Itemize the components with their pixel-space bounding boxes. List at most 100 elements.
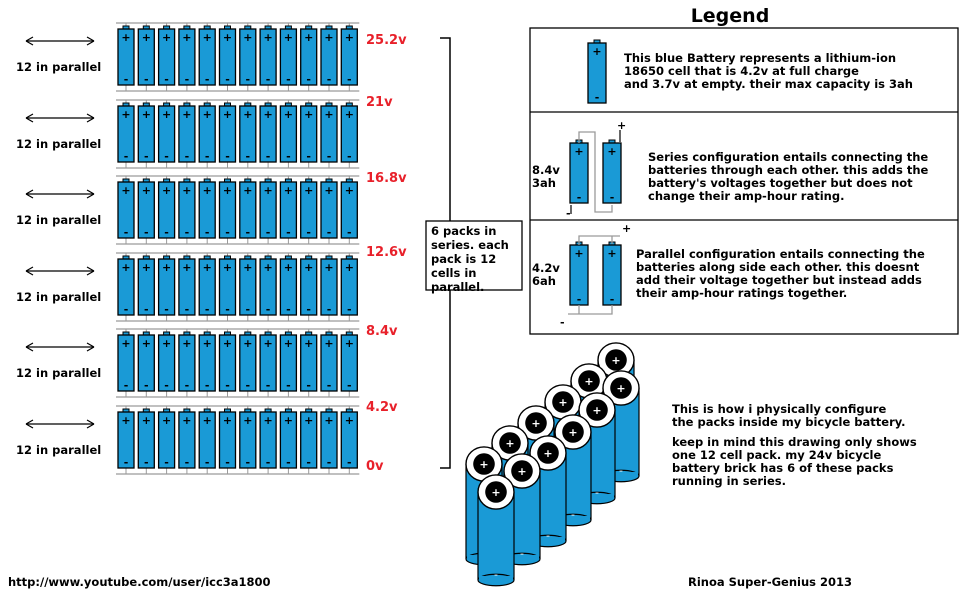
battery-cell: +- [178, 102, 196, 163]
cell-pack: +-+-+-+-+-+-+-+-+-+-+-+- [116, 99, 360, 169]
cell-pack: +-+-+-+-+-+-+-+-+-+-+-+- [116, 22, 360, 92]
parallel-label: 12 in parallel [16, 443, 101, 457]
battery-cell: +- [239, 255, 257, 316]
cell-packs: +-+-+-+-+-+-+-+-+-+-+-+-+-+-+-+-+-+-+-+-… [116, 22, 360, 475]
battery-cell: +- [157, 102, 176, 163]
plus-sign: + [263, 337, 272, 350]
plus-sign: + [162, 184, 171, 197]
minus-sign: - [619, 464, 623, 477]
plus-sign: + [324, 261, 333, 274]
minus-sign: - [124, 226, 129, 239]
battery-cell: +- [218, 25, 237, 86]
minus-sign: - [347, 379, 352, 392]
battery-cell: +- [239, 408, 257, 469]
minus-sign: - [347, 150, 352, 163]
minus-sign: - [164, 226, 169, 239]
battery-cell: +- [239, 102, 257, 163]
minus-sign: - [327, 303, 332, 316]
minus-sign: - [266, 379, 271, 392]
minus-sign: - [246, 73, 251, 86]
plus-sign: + [243, 184, 252, 197]
legend-series-cell: +- [569, 139, 589, 204]
minus-sign: - [577, 191, 582, 204]
minus-sign: - [144, 456, 149, 469]
battery-cell: +- [198, 331, 216, 392]
minus-sign: - [205, 379, 210, 392]
battery-cell: +- [279, 102, 298, 163]
minus-sign: - [124, 379, 129, 392]
plus-sign: + [203, 337, 212, 350]
parallel-label: 12 in parallel [16, 290, 101, 304]
series-wire [578, 131, 613, 213]
minus-sign: - [246, 303, 251, 316]
battery-cell: +- [340, 331, 358, 392]
battery-cell: +- [340, 25, 358, 86]
plus-sign: + [584, 375, 593, 388]
voltage-label: 8.4v [366, 324, 398, 339]
plus-sign: + [142, 184, 151, 197]
plus-sign: + [142, 261, 151, 274]
battery-cell: +- [137, 408, 155, 469]
minus-sign: - [546, 529, 550, 542]
battery-cell: +- [320, 102, 338, 163]
plus-sign: + [324, 337, 333, 350]
legend-single-text: This blue Battery represents a lithium-i… [624, 51, 913, 91]
battery-cell: +- [117, 25, 135, 86]
plus-sign: + [284, 31, 293, 44]
minus-sign: - [185, 456, 190, 469]
minus-sign: - [164, 303, 169, 316]
voltage-label: 21v [366, 95, 393, 110]
footer-credit: Rinoa Super-Genius 2013 [688, 575, 852, 589]
battery-cell: +- [178, 25, 196, 86]
plus-sign: + [284, 337, 293, 350]
plus-sign: + [304, 184, 313, 197]
plus-sign: + [284, 414, 293, 427]
cell-pack: +-+-+-+-+-+-+-+-+-+-+-+- [116, 175, 360, 245]
legend-parallel-cell: +- [569, 241, 589, 306]
plus-sign: + [304, 31, 313, 44]
battery-cell: +- [279, 255, 298, 316]
battery-cell: +- [320, 25, 338, 86]
plus-sign: + [223, 108, 232, 121]
minus-sign: - [327, 456, 332, 469]
battery-cell: +- [300, 102, 318, 163]
battery-cell: +- [279, 408, 298, 469]
battery-cell: +- [218, 178, 237, 239]
minus-sign: - [595, 486, 599, 499]
minus-sign: - [610, 191, 615, 204]
plus-sign: + [324, 31, 333, 44]
battery-cell: +- [300, 331, 318, 392]
minus-sign: - [124, 456, 129, 469]
minus-sign: - [306, 303, 311, 316]
minus-sign: - [144, 303, 149, 316]
legend-series-text: Series configuration entails connecting … [648, 150, 932, 203]
plus-sign: + [345, 184, 354, 197]
plus-sign: + [243, 108, 252, 121]
plus-sign: + [304, 414, 313, 427]
parallel-wire [578, 235, 620, 245]
plus-sign: + [182, 261, 191, 274]
plus-sign: + [263, 414, 272, 427]
plus-sign: + [162, 414, 171, 427]
minus-sign: - [225, 150, 230, 163]
minus-sign: - [520, 547, 524, 560]
plus-sign: + [607, 145, 616, 158]
battery-cell: +- [117, 331, 135, 392]
voltage-label: 25.2v [366, 33, 407, 48]
battery-cell: +- [218, 331, 237, 392]
minus-sign: - [246, 226, 251, 239]
minus-sign: - [205, 226, 210, 239]
plus-sign: + [203, 184, 212, 197]
battery-cell: +- [157, 25, 176, 86]
battery-cell: +- [137, 25, 155, 86]
plus-sign: + [162, 337, 171, 350]
minus-sign: - [246, 456, 251, 469]
plus-sign: + [263, 261, 272, 274]
plus-sign: + [243, 337, 252, 350]
minus-sign: - [205, 73, 210, 86]
plus-sign: + [304, 337, 313, 350]
plus-sign: + [182, 414, 191, 427]
plus-sign: + [182, 337, 191, 350]
legend-series-cell: +- [602, 139, 622, 204]
legend-graphics: +-+-+--++-+--+ [560, 39, 631, 329]
